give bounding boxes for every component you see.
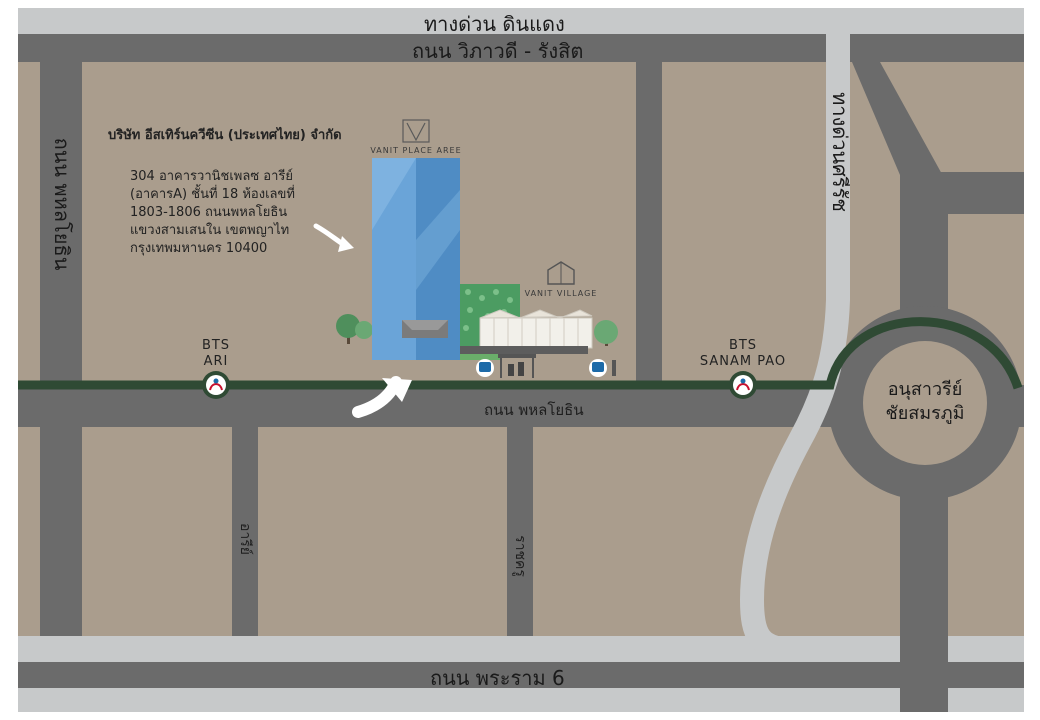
station-ari-line2: ARI	[203, 354, 229, 369]
road-rama6-dark	[18, 660, 1024, 688]
label-vanit-place: VANIT PLACE AREE	[370, 146, 462, 155]
vanit-village-building	[479, 309, 593, 349]
bts-line	[18, 317, 1023, 390]
road-vibhavadi	[18, 34, 1024, 62]
label-expressway-din-daeng: ทางด่วน ดินแดง	[424, 12, 565, 36]
pointer-arrow-head-icon	[338, 236, 354, 252]
label-soi-ratchakru: ราชครู	[512, 535, 528, 577]
company-name: บริษัท อีสเทิร์นควีซีน (ประเทศไทย) จำกัด	[108, 128, 342, 143]
bts-sanam-pao-marker-icon	[729, 371, 757, 399]
label-victory-monument: อนุสาวรีย์ชัยสมรภูมิ	[885, 379, 965, 424]
bus-stop-right-icon	[589, 359, 616, 377]
vanit-village-logo-icon	[547, 261, 575, 285]
label-bts-ari: BTS ARI	[186, 338, 246, 370]
road-rama6-light	[18, 636, 1024, 662]
roundabout-inner	[863, 341, 987, 465]
label-phahon-left: ถนน พหลโยธิน	[50, 137, 74, 271]
label-bts-sanam-pao: BTS SANAM PAO	[688, 338, 798, 370]
vanit-place-tower	[372, 158, 460, 360]
station-sanam-pao-line2: SANAM PAO	[699, 354, 787, 369]
bus-shelter-icon	[498, 354, 536, 378]
road-phahon-left	[40, 34, 82, 712]
bus-stop-icon	[476, 359, 494, 377]
station-sanam-pao-line1: BTS	[728, 338, 758, 353]
label-vanit-village: VANIT VILLAGE	[524, 289, 598, 298]
station-ari-line1: BTS	[201, 338, 231, 353]
expressway-din-daeng	[18, 8, 1024, 34]
road-middle-vertical	[636, 34, 662, 382]
building-platform	[378, 346, 588, 354]
label-soi-ari: อารีย์	[237, 523, 253, 555]
tree-left-icon	[336, 314, 373, 344]
expressway-si-rat	[739, 34, 850, 662]
label-expressway-si-rat: ทางด่วนศรีรัช	[828, 92, 852, 212]
label-vibhavadi: ถนน วิภาวดี - รังสิต	[412, 39, 584, 63]
road-roundabout-south	[900, 490, 948, 712]
vanit-place-logo-icon	[402, 119, 430, 143]
tree-right-icon	[594, 320, 618, 346]
company-address: 304 อาคารวานิชเพลซ อารีย์ (อาคารA) ชั้นท…	[130, 169, 295, 256]
label-rama6: ถนน พระราม 6	[430, 666, 565, 690]
label-phahon-main: ถนน พหลโยธิน	[484, 401, 584, 419]
road-bottom-light	[18, 688, 1024, 712]
entrance-arrow-head-icon	[382, 378, 412, 402]
bts-ari-marker-icon	[202, 371, 230, 399]
